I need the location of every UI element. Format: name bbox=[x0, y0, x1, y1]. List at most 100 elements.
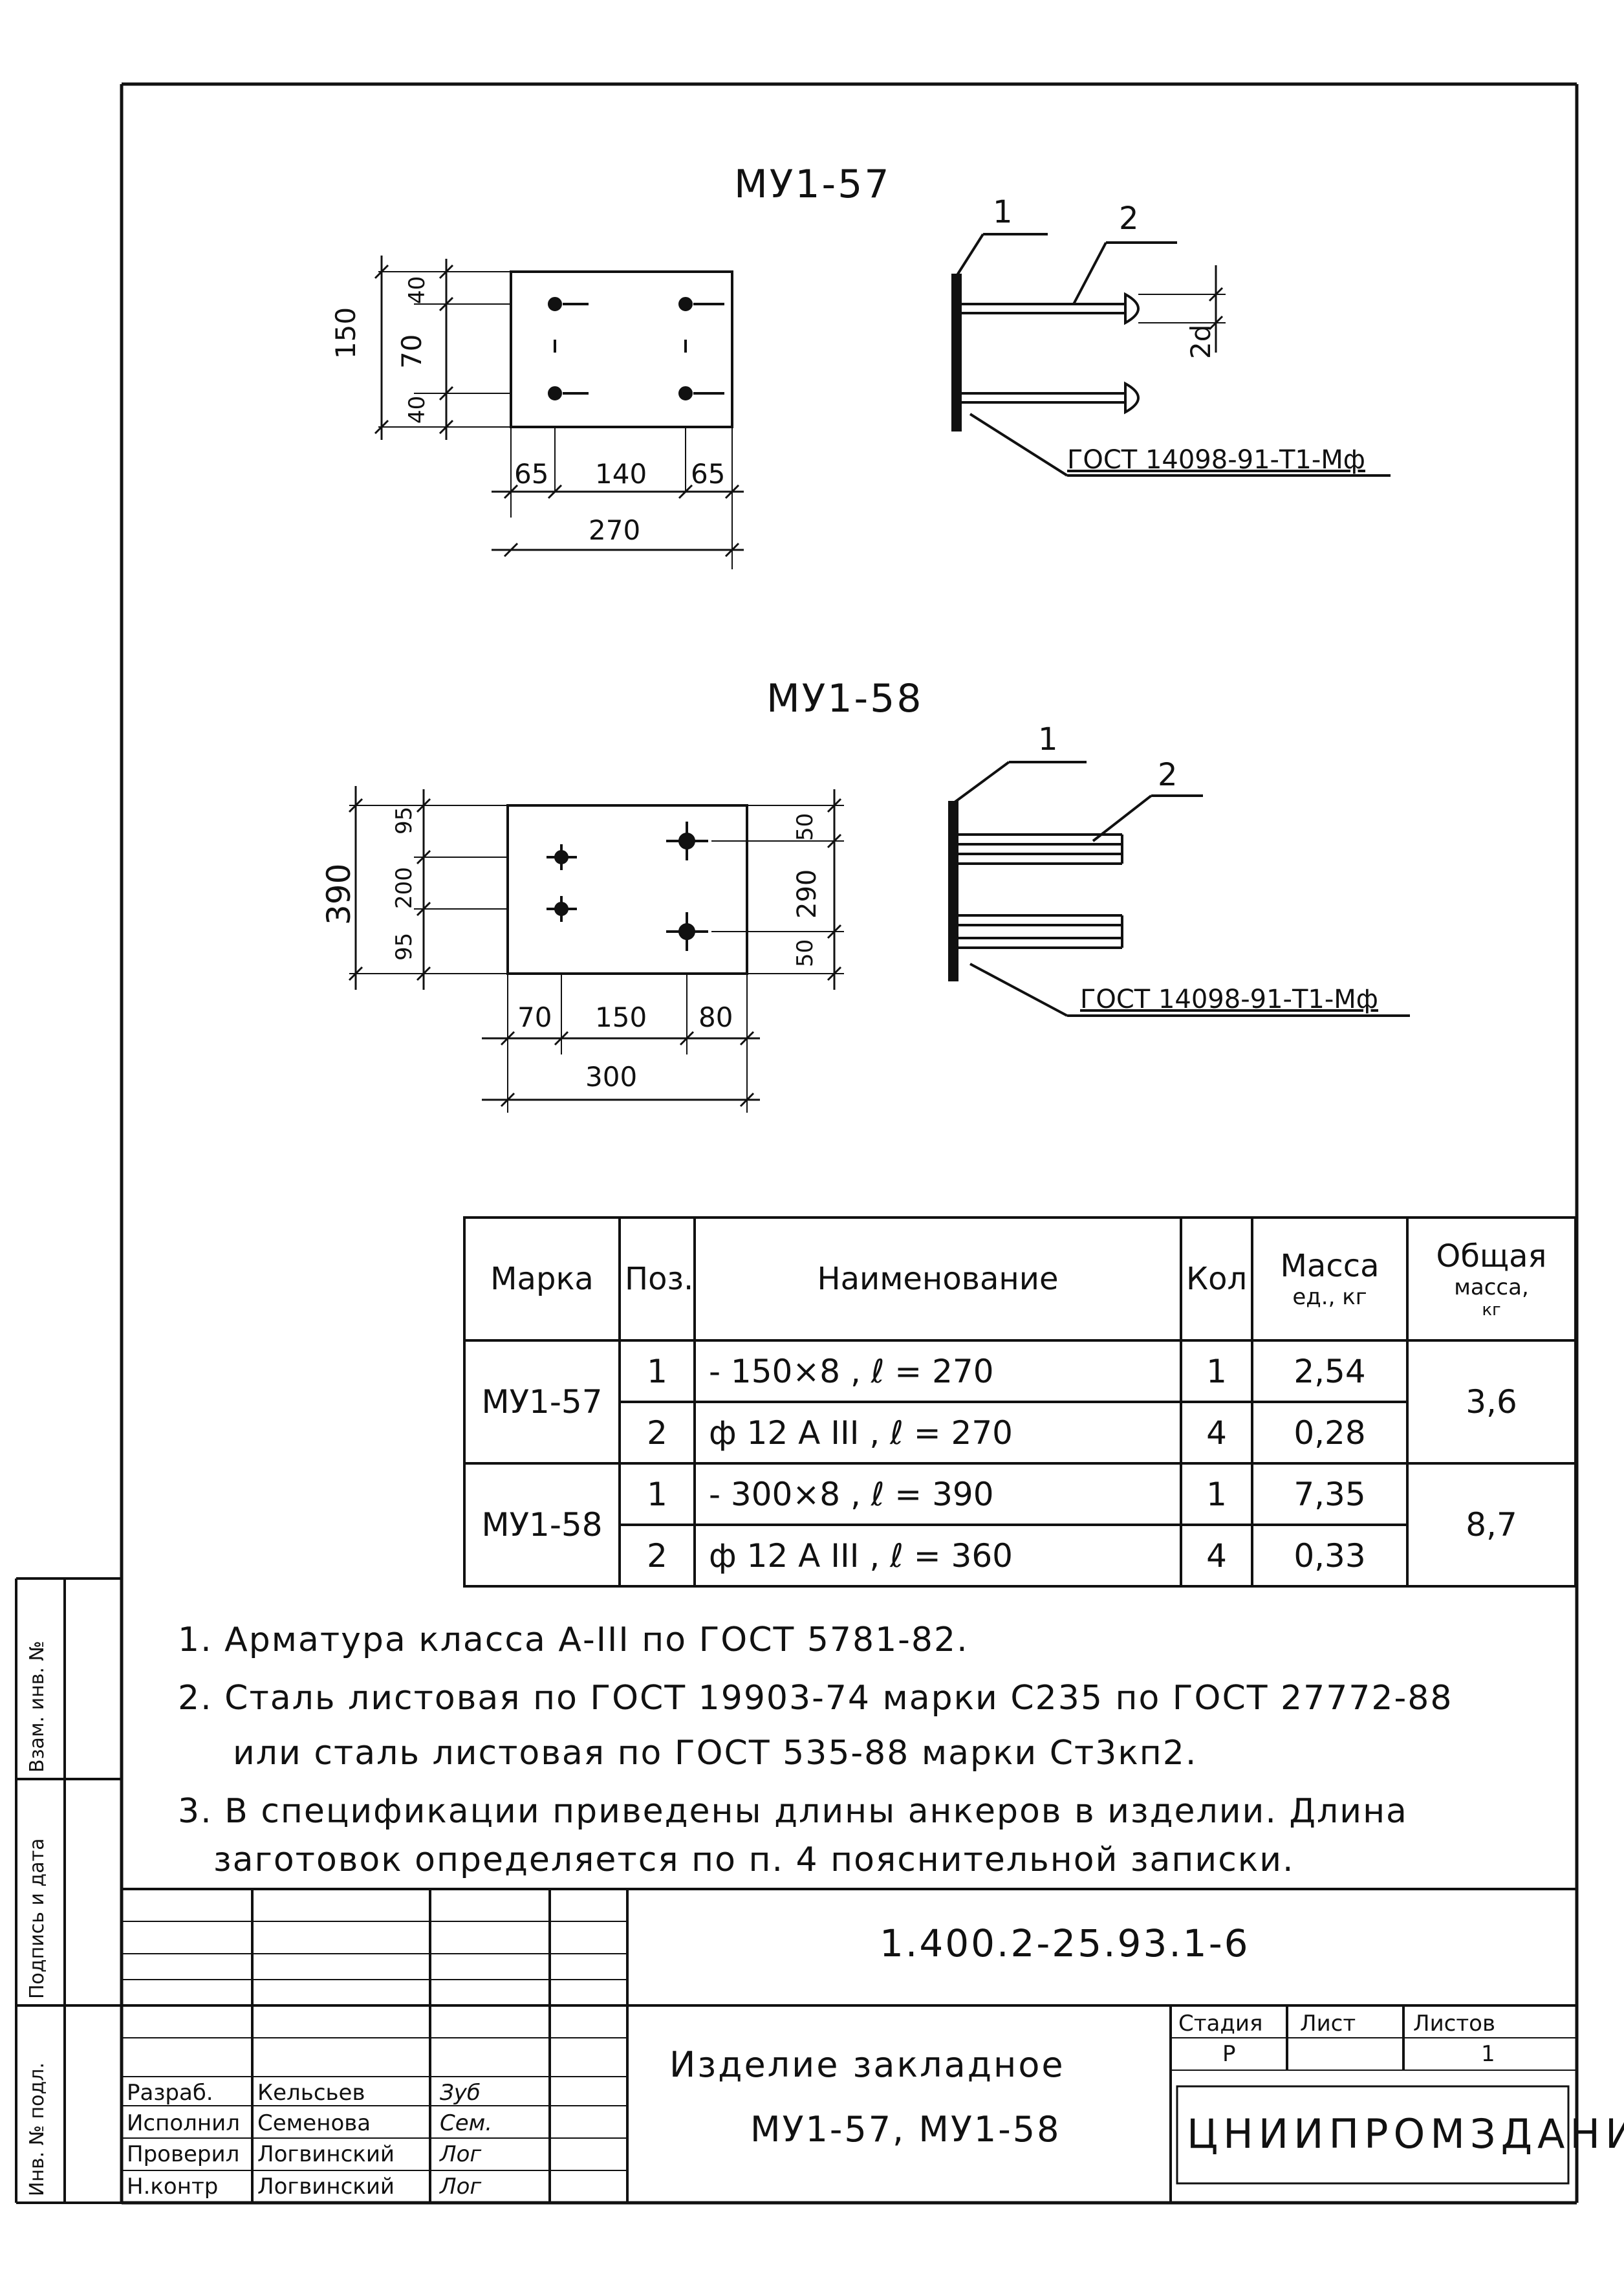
sheets-value: 1 bbox=[1481, 2041, 1495, 2067]
mark-cell: МУ1-57 bbox=[463, 1339, 621, 1465]
dim-2d: 2d bbox=[1185, 324, 1217, 359]
mark-cell: МУ1-58 bbox=[463, 1462, 621, 1588]
pos-cell: 2 bbox=[618, 1524, 696, 1588]
header-total-unit2: кг bbox=[1482, 1300, 1501, 1320]
specification-table: Марка Поз. Наименование Кол Масса ед., к… bbox=[463, 1216, 1577, 1588]
document-code: 1.400.2-25.93.1-6 bbox=[880, 1921, 1250, 1965]
dim-65-right: 65 bbox=[691, 458, 726, 490]
dim-270: 270 bbox=[589, 514, 641, 546]
mu1-58-side-view bbox=[948, 761, 1410, 1017]
mass-cell: 0,33 bbox=[1251, 1524, 1409, 1588]
title-name-line1: Изделие закладное bbox=[669, 2044, 1065, 2085]
header-pos: Поз. bbox=[618, 1216, 696, 1342]
dim-200: 200 bbox=[391, 867, 417, 909]
organization-logo: ЦНИИПРОМЗДАНИЙ bbox=[1187, 2110, 1624, 2157]
header-total-label: Общая bbox=[1436, 1238, 1547, 1274]
side-inv-replace: Взам. инв. № bbox=[26, 1641, 49, 1773]
total-cell: 8,7 bbox=[1406, 1462, 1577, 1588]
name-developer: Кельсьев bbox=[257, 2080, 365, 2106]
table-row: МУ1-58 1 - 300×8 , ℓ = 390 1 7,35 8,7 bbox=[463, 1462, 1577, 1588]
name-cell: - 150×8 , ℓ = 270 bbox=[693, 1339, 1182, 1403]
qty-cell: 1 bbox=[1180, 1339, 1253, 1403]
table-row: МУ1-57 1 - 150×8 , ℓ = 270 1 2,54 3,6 bbox=[463, 1339, 1577, 1465]
dim-300: 300 bbox=[585, 1061, 638, 1093]
dim-50-bottom: 50 bbox=[792, 939, 818, 967]
signature-developer: Зуб bbox=[440, 2080, 481, 2106]
mu1-57-plate-view bbox=[374, 256, 744, 569]
note-2-cont: или сталь листовая по ГОСТ 535-88 марки … bbox=[233, 1734, 1198, 1773]
stage-label: Стадия bbox=[1178, 2011, 1263, 2037]
pos-cell: 1 bbox=[618, 1462, 696, 1526]
total-cell: 3,6 bbox=[1406, 1339, 1577, 1465]
dim-95-top: 95 bbox=[391, 806, 417, 835]
dim-70: 70 bbox=[396, 334, 428, 369]
title-block-grid bbox=[15, 1577, 1577, 2204]
dim-95-bottom: 95 bbox=[391, 932, 417, 961]
name-cell: ф 12 А III , ℓ = 360 bbox=[693, 1524, 1182, 1588]
gost-label-2: ГОСТ 14098-91-Т1-Мф bbox=[1080, 985, 1378, 1014]
org-logo-frame bbox=[1176, 2085, 1570, 2185]
signature-norm-control: Лог bbox=[440, 2174, 482, 2200]
name-norm-control: Логвинский bbox=[257, 2174, 395, 2200]
dim-40-bottom: 40 bbox=[404, 395, 430, 424]
name-executor: Семенова bbox=[257, 2110, 371, 2136]
dim-70: 70 bbox=[517, 1001, 552, 1033]
side-inv-original: Инв. № подл. bbox=[26, 2062, 49, 2196]
role-executor: Исполнил bbox=[127, 2110, 240, 2136]
dim-50-top: 50 bbox=[792, 813, 818, 841]
mu1-57-side-view bbox=[951, 233, 1391, 477]
qty-cell: 4 bbox=[1180, 1524, 1253, 1588]
role-developer: Разраб. bbox=[127, 2080, 213, 2106]
table-row: 2 ф 12 А III , ℓ = 360 4 0,33 bbox=[464, 1524, 1575, 1588]
leader-2-label: 2 bbox=[1119, 201, 1139, 237]
signature-checker: Лог bbox=[440, 2141, 482, 2167]
qty-cell: 1 bbox=[1180, 1462, 1253, 1526]
header-total-unit: масса, bbox=[1454, 1274, 1529, 1300]
dim-80: 80 bbox=[698, 1001, 733, 1033]
pos-cell: 1 bbox=[618, 1339, 696, 1403]
header-total: Общая масса, кг bbox=[1406, 1216, 1577, 1342]
mu1-58-plate-view bbox=[348, 786, 844, 1113]
dim-150: 150 bbox=[595, 1001, 647, 1033]
title-name-line2: МУ1-57, МУ1-58 bbox=[750, 2109, 1061, 2150]
note-3-cont: заготовок определяется по п. 4 пояснител… bbox=[213, 1841, 1295, 1879]
leader-2-label: 2 bbox=[1158, 757, 1178, 793]
dim-65-left: 65 bbox=[514, 458, 549, 490]
mu1-58-title: МУ1-58 bbox=[766, 676, 924, 721]
header-name: Наименование bbox=[693, 1216, 1182, 1342]
sheets-label: Листов bbox=[1413, 2011, 1496, 2037]
name-cell: - 300×8 , ℓ = 390 bbox=[693, 1462, 1182, 1526]
header-mass: Масса ед., кг bbox=[1251, 1216, 1409, 1342]
role-norm-control: Н.контр bbox=[127, 2174, 219, 2200]
header-qty: Кол bbox=[1180, 1216, 1253, 1342]
dim-290: 290 bbox=[792, 869, 822, 919]
name-checker: Логвинский bbox=[257, 2141, 395, 2167]
name-cell: ф 12 А III , ℓ = 270 bbox=[693, 1401, 1182, 1465]
signature-executor: Сем. bbox=[440, 2110, 493, 2136]
leader-1-label: 1 bbox=[1038, 721, 1058, 758]
dim-390: 390 bbox=[320, 863, 358, 925]
qty-cell: 4 bbox=[1180, 1401, 1253, 1465]
table-row: 2 ф 12 А III , ℓ = 270 4 0,28 bbox=[464, 1401, 1575, 1465]
dim-150: 150 bbox=[330, 307, 362, 359]
mass-cell: 0,28 bbox=[1251, 1401, 1409, 1465]
pos-cell: 2 bbox=[618, 1401, 696, 1465]
dim-40-top: 40 bbox=[404, 276, 430, 304]
header-mass-label: Масса bbox=[1280, 1248, 1380, 1284]
mass-cell: 7,35 bbox=[1251, 1462, 1409, 1526]
note-1: 1. Арматура класса А-III по ГОСТ 5781-82… bbox=[178, 1621, 969, 1659]
mass-cell: 2,54 bbox=[1251, 1339, 1409, 1403]
header-mass-unit: ед., кг bbox=[1292, 1284, 1367, 1310]
side-sign-date: Подпись и дата bbox=[26, 1838, 49, 2000]
mu1-57-title: МУ1-57 bbox=[734, 162, 891, 207]
header-mark: Марка bbox=[463, 1216, 621, 1342]
note-3: 3. В спецификации приведены длины анкеро… bbox=[178, 1792, 1408, 1831]
leader-1-label: 1 bbox=[993, 194, 1013, 230]
gost-label-1: ГОСТ 14098-91-Т1-Мф bbox=[1067, 445, 1365, 475]
stage-value: Р bbox=[1222, 2041, 1236, 2067]
note-2: 2. Сталь листовая по ГОСТ 19903-74 марки… bbox=[178, 1679, 1453, 1718]
role-checker: Проверил bbox=[127, 2141, 240, 2167]
sheet-label: Лист bbox=[1300, 2011, 1356, 2037]
dim-140: 140 bbox=[595, 458, 647, 490]
